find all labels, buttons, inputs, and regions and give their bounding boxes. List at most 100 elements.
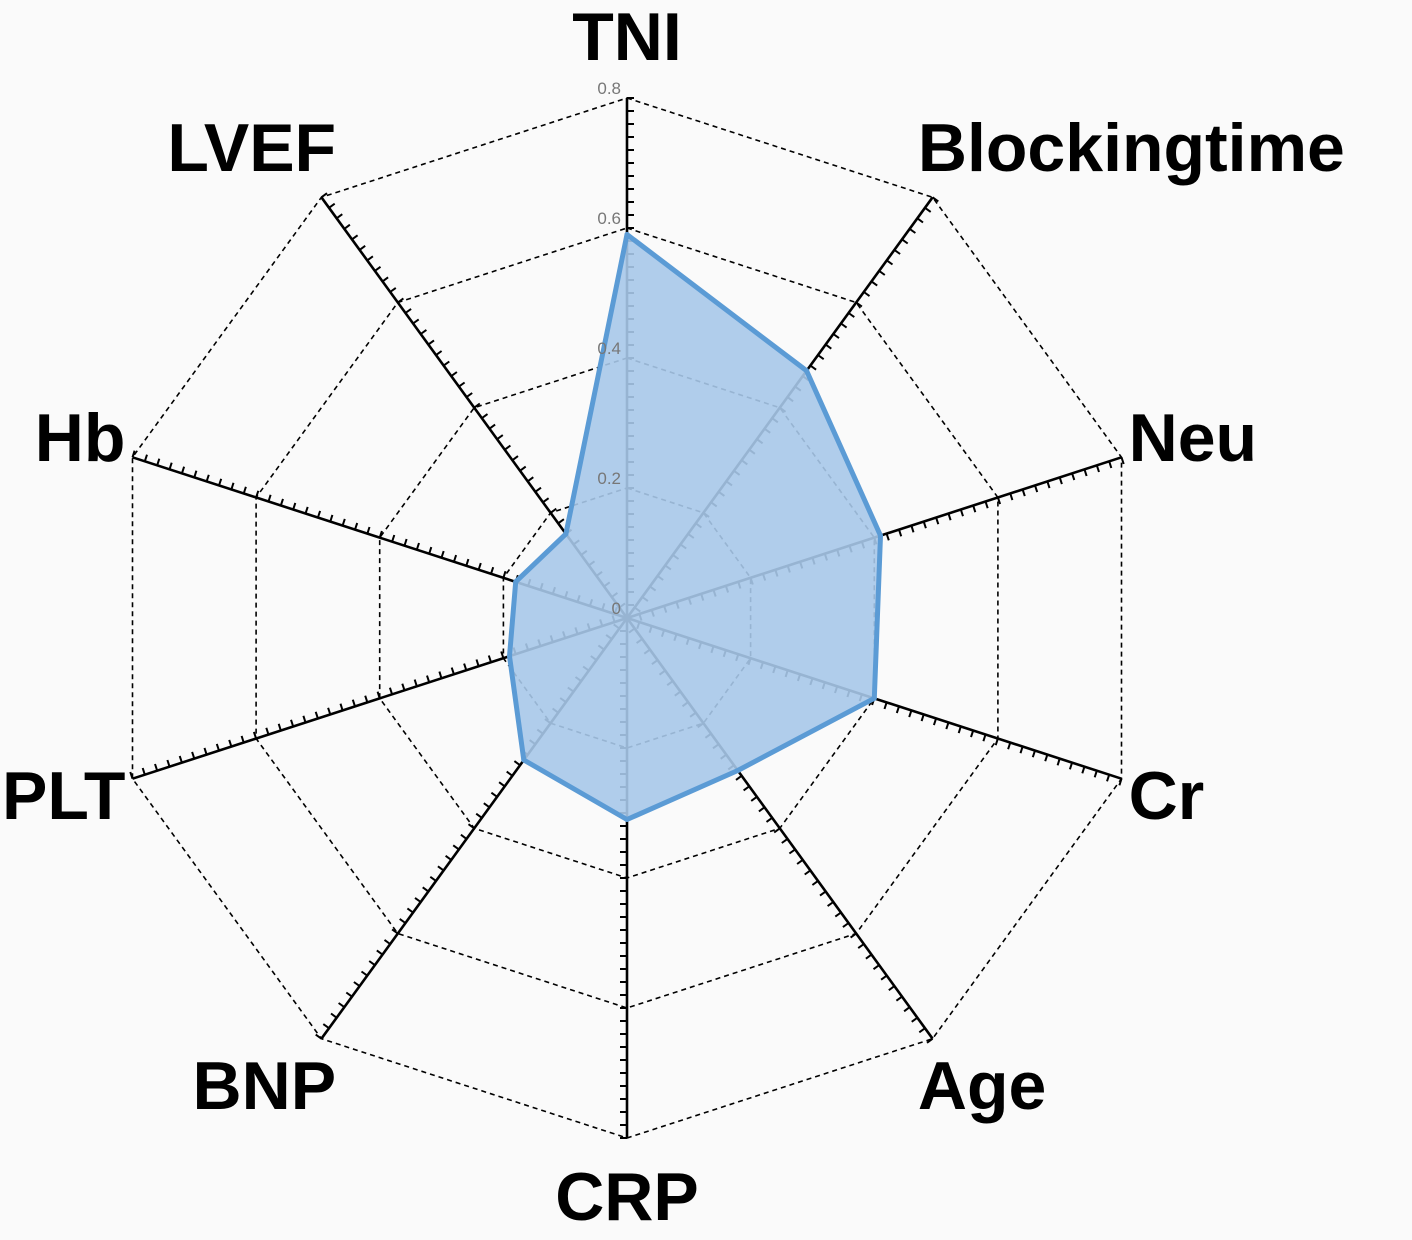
minor-tick	[842, 922, 850, 928]
data-point-plt	[507, 653, 512, 659]
minor-tick	[487, 655, 492, 663]
minor-tick	[429, 875, 437, 882]
minor-tick	[519, 465, 527, 472]
minor-tick	[218, 478, 223, 486]
minor-tick	[467, 823, 475, 830]
minor-tick	[343, 223, 351, 230]
minor-tick	[750, 795, 758, 802]
minor-tick	[788, 848, 796, 855]
minor-tick	[1120, 456, 1125, 465]
axis-label-plt: PLT	[2, 758, 125, 834]
minor-tick	[910, 525, 915, 533]
minor-tick	[463, 663, 468, 671]
minor-tick	[401, 683, 406, 691]
minor-tick	[302, 715, 307, 723]
minor-tick	[359, 244, 366, 251]
minor-tick	[872, 964, 880, 971]
minor-tick	[957, 726, 962, 734]
minor-tick	[415, 542, 420, 551]
minor-tick	[1058, 477, 1063, 485]
minor-tick	[994, 738, 999, 746]
minor-tick	[364, 695, 369, 703]
minor-tick	[230, 482, 235, 490]
minor-tick	[277, 723, 282, 731]
minor-tick	[399, 918, 406, 924]
data-point-bnp	[521, 757, 527, 763]
minor-tick	[450, 667, 455, 675]
data-point-hb	[513, 579, 519, 585]
minor-tick	[1031, 750, 1036, 758]
minor-tick	[458, 381, 466, 388]
minor-tick	[412, 318, 420, 325]
minor-tick	[886, 259, 894, 266]
minor-tick	[804, 869, 811, 876]
minor-tick	[205, 474, 210, 482]
minor-tick	[1034, 485, 1039, 493]
minor-tick	[290, 719, 295, 727]
minor-tick	[773, 827, 781, 834]
minor-tick	[143, 454, 148, 462]
minor-tick	[542, 497, 550, 504]
axis-label-neu: Neu	[1129, 400, 1257, 476]
grid-ring-0-6	[255, 227, 999, 1009]
grid-ring-0-2	[502, 487, 752, 749]
minor-tick	[413, 679, 418, 687]
minor-tick	[156, 458, 161, 466]
minor-tick	[908, 710, 913, 718]
minor-tick	[490, 566, 495, 575]
minor-tick	[477, 562, 482, 571]
minor-tick	[304, 506, 309, 514]
minor-tick	[435, 350, 443, 356]
minor-tick	[391, 534, 396, 543]
minor-tick	[353, 981, 361, 987]
minor-tick	[267, 494, 272, 502]
minor-tick	[865, 953, 873, 960]
minor-tick	[916, 217, 924, 224]
minor-tick	[878, 270, 886, 276]
minor-tick	[735, 774, 743, 781]
minor-tick	[203, 747, 208, 755]
minor-tick	[932, 196, 939, 203]
minor-tick	[1046, 481, 1051, 489]
minor-tick	[376, 949, 384, 956]
minor-tick	[314, 711, 319, 719]
minor-tick	[758, 806, 766, 813]
minor-tick	[1081, 766, 1086, 774]
minor-tick	[895, 995, 903, 1002]
minor-tick	[1021, 489, 1026, 497]
minor-tick	[926, 1037, 934, 1044]
minor-tick	[445, 854, 452, 861]
minor-tick	[388, 687, 394, 695]
r-tick-label-0-4: 0.4	[597, 339, 621, 358]
minor-tick	[422, 886, 429, 893]
minor-tick	[932, 718, 938, 726]
minor-tick	[848, 312, 855, 318]
minor-tick	[452, 554, 458, 563]
minor-tick	[498, 781, 506, 788]
minor-tick	[336, 213, 343, 220]
minor-tick	[850, 932, 857, 939]
minor-tick	[1083, 469, 1088, 477]
minor-tick	[339, 703, 344, 711]
minor-tick	[376, 691, 381, 699]
minor-tick	[500, 651, 505, 659]
minor-tick	[292, 502, 297, 510]
minor-tick	[996, 497, 1002, 505]
minor-tick	[885, 533, 890, 541]
minor-tick	[240, 735, 245, 743]
axis-label-tni: TNI	[572, 0, 682, 75]
minor-tick	[360, 970, 368, 977]
minor-tick	[1106, 774, 1111, 782]
minor-tick	[513, 760, 521, 767]
data-point-lvef	[563, 531, 569, 537]
minor-tick	[909, 228, 916, 234]
minor-tick	[481, 413, 489, 420]
axis-label-cr: Cr	[1129, 758, 1205, 834]
minor-tick	[389, 287, 397, 293]
minor-tick	[330, 1012, 338, 1019]
minor-tick	[1056, 758, 1061, 766]
minor-tick	[345, 991, 353, 998]
minor-tick	[959, 509, 964, 517]
